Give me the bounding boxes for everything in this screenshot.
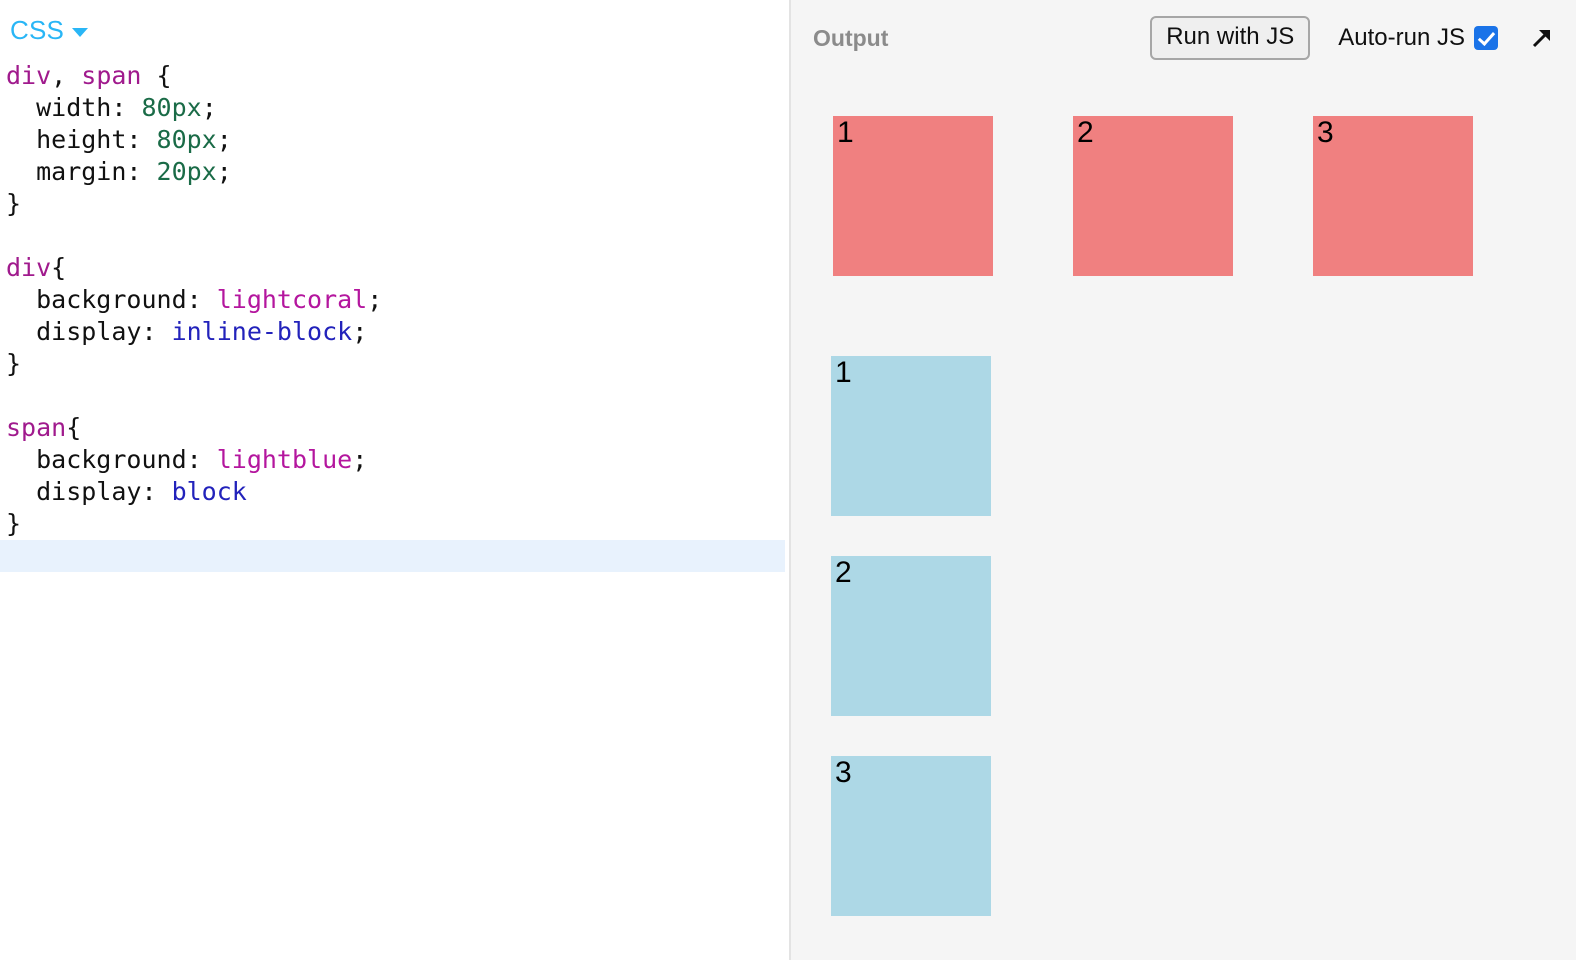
code-token: div (6, 253, 52, 282)
code-token: width: (6, 93, 142, 122)
run-with-js-button[interactable]: Run with JS (1150, 16, 1311, 60)
code-line[interactable]: } (6, 508, 785, 540)
code-line[interactable]: } (6, 348, 785, 380)
code-line[interactable]: background: lightblue; (6, 444, 785, 476)
code-token: } (6, 189, 22, 218)
code-token: ; (201, 93, 217, 122)
expand-arrow-icon[interactable] (1524, 21, 1558, 55)
auto-run-js-control[interactable]: Auto-run JS (1338, 24, 1498, 52)
code-editor-textarea[interactable]: div, span { width: 80px; height: 80px; m… (0, 60, 785, 572)
code-line[interactable] (6, 220, 785, 252)
output-inline-block-box: 2 (1073, 116, 1233, 276)
code-line[interactable] (6, 380, 785, 412)
code-token: { (141, 61, 172, 90)
output-block-box: 2 (831, 556, 991, 716)
code-token: ; (367, 285, 383, 314)
code-line[interactable]: display: block (6, 476, 785, 508)
code-token: { (66, 413, 82, 442)
auto-run-js-label: Auto-run JS (1338, 24, 1465, 51)
code-token: 80px (156, 125, 217, 154)
output-inline-block-box: 3 (1313, 116, 1473, 276)
editor-header: CSS (0, 0, 785, 60)
code-token: 80px (141, 93, 202, 122)
output-block-box: 3 (831, 756, 991, 916)
code-token: , (51, 61, 82, 90)
code-token: ; (352, 445, 368, 474)
code-line[interactable]: background: lightcoral; (6, 284, 785, 316)
language-label: CSS (10, 14, 65, 45)
code-token: block (171, 477, 247, 506)
chevron-down-icon (72, 27, 89, 37)
code-token: lightblue (216, 445, 353, 474)
code-line[interactable]: height: 80px; (6, 124, 785, 156)
output-header: Output Run with JS Auto-run JS (791, 0, 1576, 76)
code-line[interactable]: width: 80px; (6, 92, 785, 124)
code-line[interactable]: margin: 20px; (6, 156, 785, 188)
code-token: } (6, 349, 22, 378)
pane-resize-handle[interactable] (785, 0, 791, 960)
output-inline-block-box: 1 (833, 116, 993, 276)
code-token: inline-block (171, 317, 353, 346)
code-line[interactable]: display: inline-block; (6, 316, 785, 348)
code-token: lightcoral (216, 285, 368, 314)
output-title: Output (813, 24, 889, 51)
block-column: 1 2 3 (791, 356, 1576, 916)
auto-run-js-checkbox[interactable] (1474, 26, 1498, 50)
code-token: margin: (6, 157, 157, 186)
code-token: height: (6, 125, 157, 154)
code-line[interactable]: div, span { (6, 60, 785, 92)
css-editor-pane: CSS div, span { width: 80px; height: 80p… (0, 0, 785, 960)
code-token: span (81, 61, 142, 90)
code-line-active[interactable] (0, 540, 785, 572)
code-token: ; (216, 157, 232, 186)
code-token: background: (6, 285, 217, 314)
code-token: background: (6, 445, 217, 474)
code-token: span (6, 413, 67, 442)
code-line[interactable]: span{ (6, 412, 785, 444)
code-line[interactable]: } (6, 188, 785, 220)
code-token: } (6, 509, 22, 538)
output-block-box: 1 (831, 356, 991, 516)
language-selector-css[interactable]: CSS (10, 14, 89, 46)
code-line[interactable]: div{ (6, 252, 785, 284)
code-token: display: (6, 317, 172, 346)
code-token: div (6, 61, 52, 90)
code-token: ; (352, 317, 368, 346)
code-token: display: (6, 477, 172, 506)
code-token: ; (216, 125, 232, 154)
code-token: 20px (156, 157, 217, 186)
code-token: { (51, 253, 67, 282)
